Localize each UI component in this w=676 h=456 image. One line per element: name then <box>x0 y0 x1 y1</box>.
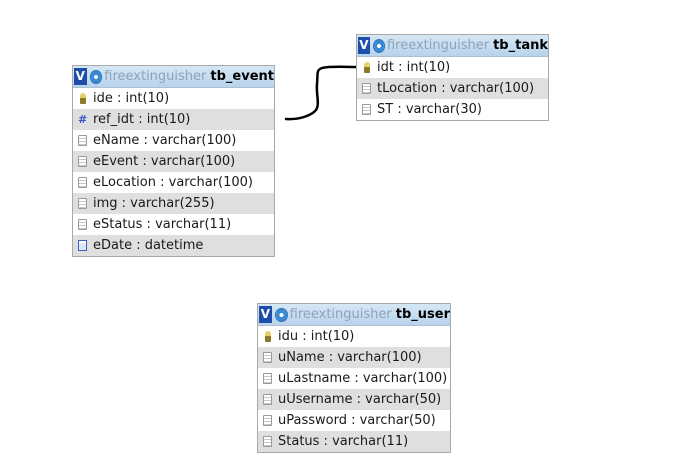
table-header[interactable]: V fireextinguisher tb_event <box>73 66 274 88</box>
column-icon <box>263 415 272 426</box>
column-icon <box>263 394 272 405</box>
column-row[interactable]: uLastname : varchar(100) <box>258 368 450 389</box>
column-row[interactable]: Status : varchar(11) <box>258 431 450 452</box>
foreign-key-icon: # <box>78 113 88 126</box>
primary-key-icon <box>265 331 271 342</box>
column-label: Status : varchar(11) <box>278 434 409 449</box>
column-row[interactable]: eLocation : varchar(100) <box>73 172 274 193</box>
column-icon <box>78 135 87 146</box>
table-tb-event[interactable]: V fireextinguisher tb_event ide : int(10… <box>72 65 275 257</box>
column-label: ST : varchar(30) <box>377 102 482 117</box>
column-icon <box>78 198 87 209</box>
gear-icon[interactable] <box>90 70 102 83</box>
column-icon <box>362 104 371 115</box>
column-icon <box>78 177 87 188</box>
column-row[interactable]: tLocation : varchar(100) <box>357 78 548 99</box>
primary-key-icon <box>364 62 370 73</box>
date-column-icon <box>78 240 87 251</box>
column-label: eEvent : varchar(100) <box>93 154 236 169</box>
column-icon <box>362 83 371 94</box>
column-row[interactable]: ide : int(10) <box>73 88 274 109</box>
column-label: tLocation : varchar(100) <box>377 81 535 96</box>
column-label: ide : int(10) <box>93 91 170 106</box>
column-icon <box>78 219 87 230</box>
column-label: uPassword : varchar(50) <box>278 413 436 428</box>
column-row[interactable]: eStatus : varchar(11) <box>73 214 274 235</box>
relation-line-event-tank <box>284 65 358 121</box>
column-label: eStatus : varchar(11) <box>93 217 232 232</box>
collapse-toggle-icon[interactable]: V <box>74 68 87 85</box>
column-label: ref_idt : int(10) <box>93 112 191 127</box>
column-row[interactable]: uUsername : varchar(50) <box>258 389 450 410</box>
column-row[interactable]: uPassword : varchar(50) <box>258 410 450 431</box>
column-label: eName : varchar(100) <box>93 133 237 148</box>
column-label: uUsername : varchar(50) <box>278 392 442 407</box>
table-name[interactable]: tb_user <box>395 307 450 322</box>
column-icon <box>263 352 272 363</box>
column-row[interactable]: # ref_idt : int(10) <box>73 109 274 130</box>
collapse-toggle-icon[interactable]: V <box>358 37 370 54</box>
column-label: uName : varchar(100) <box>278 350 422 365</box>
column-icon <box>263 436 272 447</box>
database-name: fireextinguisher <box>386 38 490 53</box>
column-row[interactable]: img : varchar(255) <box>73 193 274 214</box>
database-name: fireextinguisher <box>289 307 392 322</box>
column-icon <box>263 373 272 384</box>
column-row[interactable]: eDate : datetime <box>73 235 274 256</box>
collapse-toggle-icon[interactable]: V <box>259 306 272 323</box>
table-tb-user[interactable]: V fireextinguisher tb_user idu : int(10)… <box>257 303 451 453</box>
column-row[interactable]: eName : varchar(100) <box>73 130 274 151</box>
column-row[interactable]: idt : int(10) <box>357 57 548 78</box>
gear-icon[interactable] <box>373 39 384 52</box>
column-row[interactable]: eEvent : varchar(100) <box>73 151 274 172</box>
column-label: idt : int(10) <box>377 60 451 75</box>
gear-icon[interactable] <box>275 308 287 321</box>
column-row[interactable]: ST : varchar(30) <box>357 99 548 120</box>
table-name[interactable]: tb_tank <box>493 38 548 53</box>
column-label: eDate : datetime <box>93 238 204 253</box>
table-header[interactable]: V fireextinguisher tb_user <box>258 304 450 326</box>
column-label: idu : int(10) <box>278 329 355 344</box>
column-label: uLastname : varchar(100) <box>278 371 448 386</box>
table-tb-tank[interactable]: V fireextinguisher tb_tank idt : int(10)… <box>356 34 549 121</box>
column-label: eLocation : varchar(100) <box>93 175 253 190</box>
table-header[interactable]: V fireextinguisher tb_tank <box>357 35 548 57</box>
column-row[interactable]: idu : int(10) <box>258 326 450 347</box>
column-icon <box>78 156 87 167</box>
primary-key-icon <box>80 93 86 104</box>
column-row[interactable]: uName : varchar(100) <box>258 347 450 368</box>
table-name[interactable]: tb_event <box>210 69 274 84</box>
column-label: img : varchar(255) <box>93 196 215 211</box>
database-name: fireextinguisher <box>104 69 207 84</box>
